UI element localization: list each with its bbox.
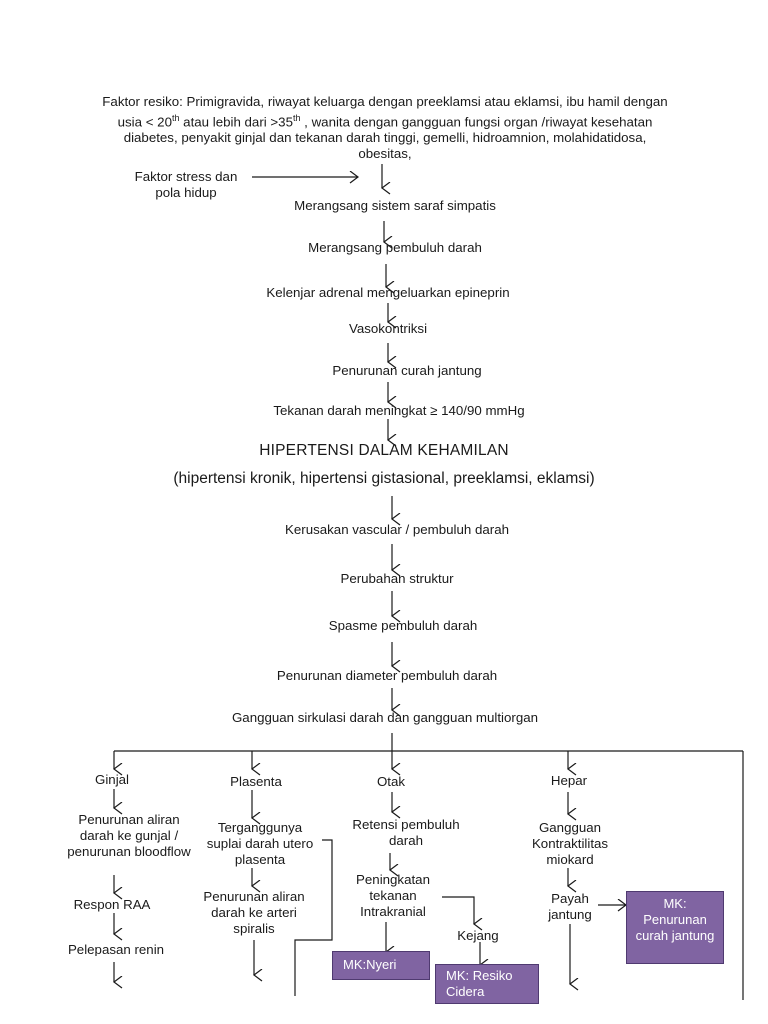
plasenta-item-1: Terganggunya suplai darah utero plasenta (206, 820, 314, 867)
otak-kejang-connector (442, 896, 474, 924)
chain-adrenal: Kelenjar adrenal mengeluarkan epineprin (266, 285, 510, 300)
otak-item-1: Retensi pembuluh darah (352, 817, 460, 848)
diagram-title: HIPERTENSI DALAM KEHAMILAN (259, 442, 509, 459)
chain-pembuluh: Merangsang pembuluh darah (308, 240, 482, 255)
mk-resiko-cidera-label: MK: Resiko Cidera (446, 968, 513, 999)
chain-penurunan-diameter: Penurunan diameter pembuluh darah (276, 668, 498, 683)
risk-factors-text: Faktor resiko: Primigravida, riwayat kel… (102, 94, 668, 162)
branch-ginjal-title: Ginjal (95, 772, 129, 787)
hepar-item-1: Gangguan Kontraktilitas miokard (531, 820, 609, 867)
mk-nyeri-box: MK:Nyeri (332, 951, 430, 980)
ginjal-item-2: Respon RAA (73, 897, 151, 912)
plasenta-item-2: Penurunan aliran darah ke arteri spirali… (203, 889, 305, 936)
otak-item-2: Peningkatan tekanan Intrakranial (356, 872, 430, 919)
mk-nyeri-label: MK:Nyeri (343, 957, 397, 972)
ginjal-item-3: Pelepasan renin (67, 942, 165, 956)
chain-spasme: Spasme pembuluh darah (328, 618, 478, 633)
hepar-item-2: Payah jantung (548, 891, 592, 922)
chain-curah-jantung: Penurunan curah jantung (332, 363, 482, 378)
otak-item-3: Kejang (457, 928, 499, 943)
chain-perubahan-struktur: Perubahan struktur (340, 571, 454, 586)
branch-hepar-title: Hepar (550, 773, 588, 788)
mk-curah-jantung-label: MK: Penurunan curah jantung (635, 896, 715, 943)
branch-otak-title: Otak (376, 774, 406, 789)
stress-factor-text: Faktor stress dan pola hidup (134, 169, 238, 200)
mk-curah-jantung-box: MK: Penurunan curah jantung (626, 891, 724, 964)
branch-plasenta-title: Plasenta (230, 774, 282, 789)
chain-tekanan-darah: Tekanan darah meningkat ≥ 140/90 mmHg (273, 403, 525, 418)
diagram-subtitle: (hipertensi kronik, hipertensi gistasion… (173, 470, 595, 487)
chain-kerusakan: Kerusakan vascular / pembuluh darah (285, 522, 509, 537)
chain-gangguan-sirkulasi: Gangguan sirkulasi darah dan gangguan mu… (231, 710, 539, 725)
ginjal-item-1: Penurunan aliran darah ke gunjal / penur… (67, 812, 191, 859)
mk-resiko-cidera-box: MK: Resiko Cidera (435, 964, 539, 1004)
chain-vasokontriksi: Vasokontriksi (348, 321, 428, 336)
chain-simpatis: Merangsang sistem saraf simpatis (294, 198, 496, 213)
plasenta-connector (294, 839, 333, 996)
